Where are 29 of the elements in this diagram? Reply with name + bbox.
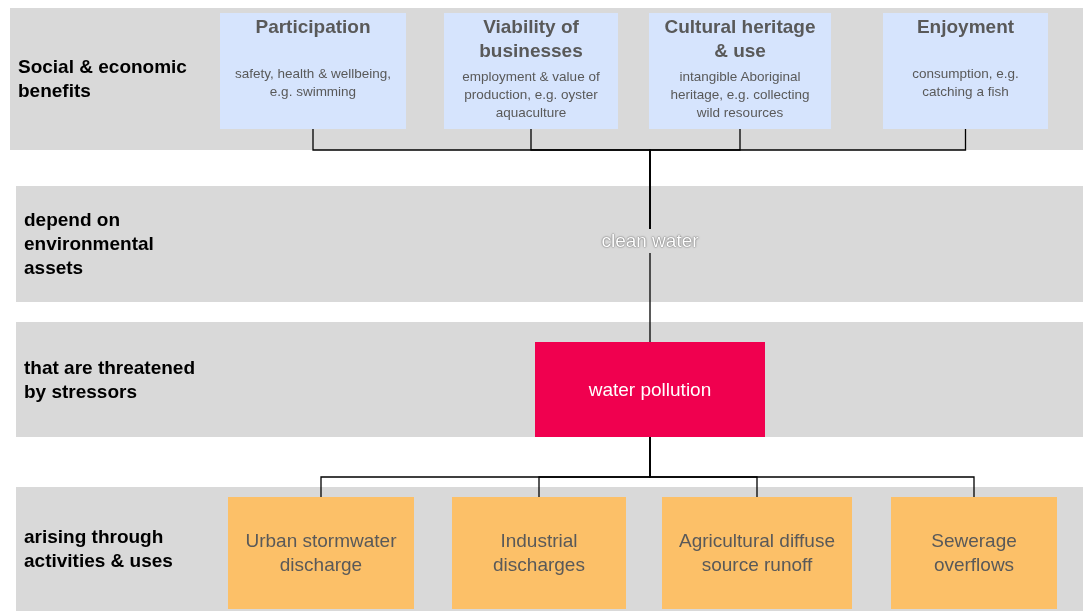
connector-line [649, 128, 967, 230]
benefit-description: intangible Aboriginal heritage, e.g. collecting wild resources [669, 68, 811, 122]
benefit-title: Enjoyment [916, 15, 1015, 39]
band-background [10, 8, 1083, 150]
benefit-title: Cultural heritage & use [663, 15, 817, 63]
activity-box: Sewerage overflows [891, 497, 1057, 609]
benefit-box [883, 13, 1048, 129]
row-heading: arising through activities & uses [24, 525, 174, 573]
benefit-title: Viability of businesses [478, 15, 584, 63]
benefit-description: consumption, e.g. catching a fish [911, 65, 1020, 101]
stressor-box: water pollution [535, 342, 765, 437]
benefit-box [649, 13, 831, 129]
benefit-description: employment & value of production, e.g. oyster aquaculture [461, 68, 601, 122]
band-background [16, 487, 1083, 611]
benefit-box [444, 13, 618, 129]
row-heading: that are threatened by stressors [24, 355, 196, 404]
benefit-title: Participation [255, 15, 371, 39]
activity-box: Industrial discharges [452, 497, 626, 609]
activity-box: Urban stormwater discharge [228, 497, 414, 609]
connector-line [649, 252, 651, 343]
asset-label: clean water [601, 230, 699, 252]
row-heading: depend on environmental assets [24, 208, 155, 280]
connector-line [649, 436, 975, 498]
benefit-box [220, 13, 406, 129]
benefit-description: safety, health & wellbeing, e.g. swimming [234, 65, 392, 101]
activity-box: Agricultural diffuse source runoff [662, 497, 852, 609]
band-background [16, 322, 1083, 437]
band-background [16, 186, 1083, 302]
row-heading: Social & economic benefits [18, 55, 188, 103]
